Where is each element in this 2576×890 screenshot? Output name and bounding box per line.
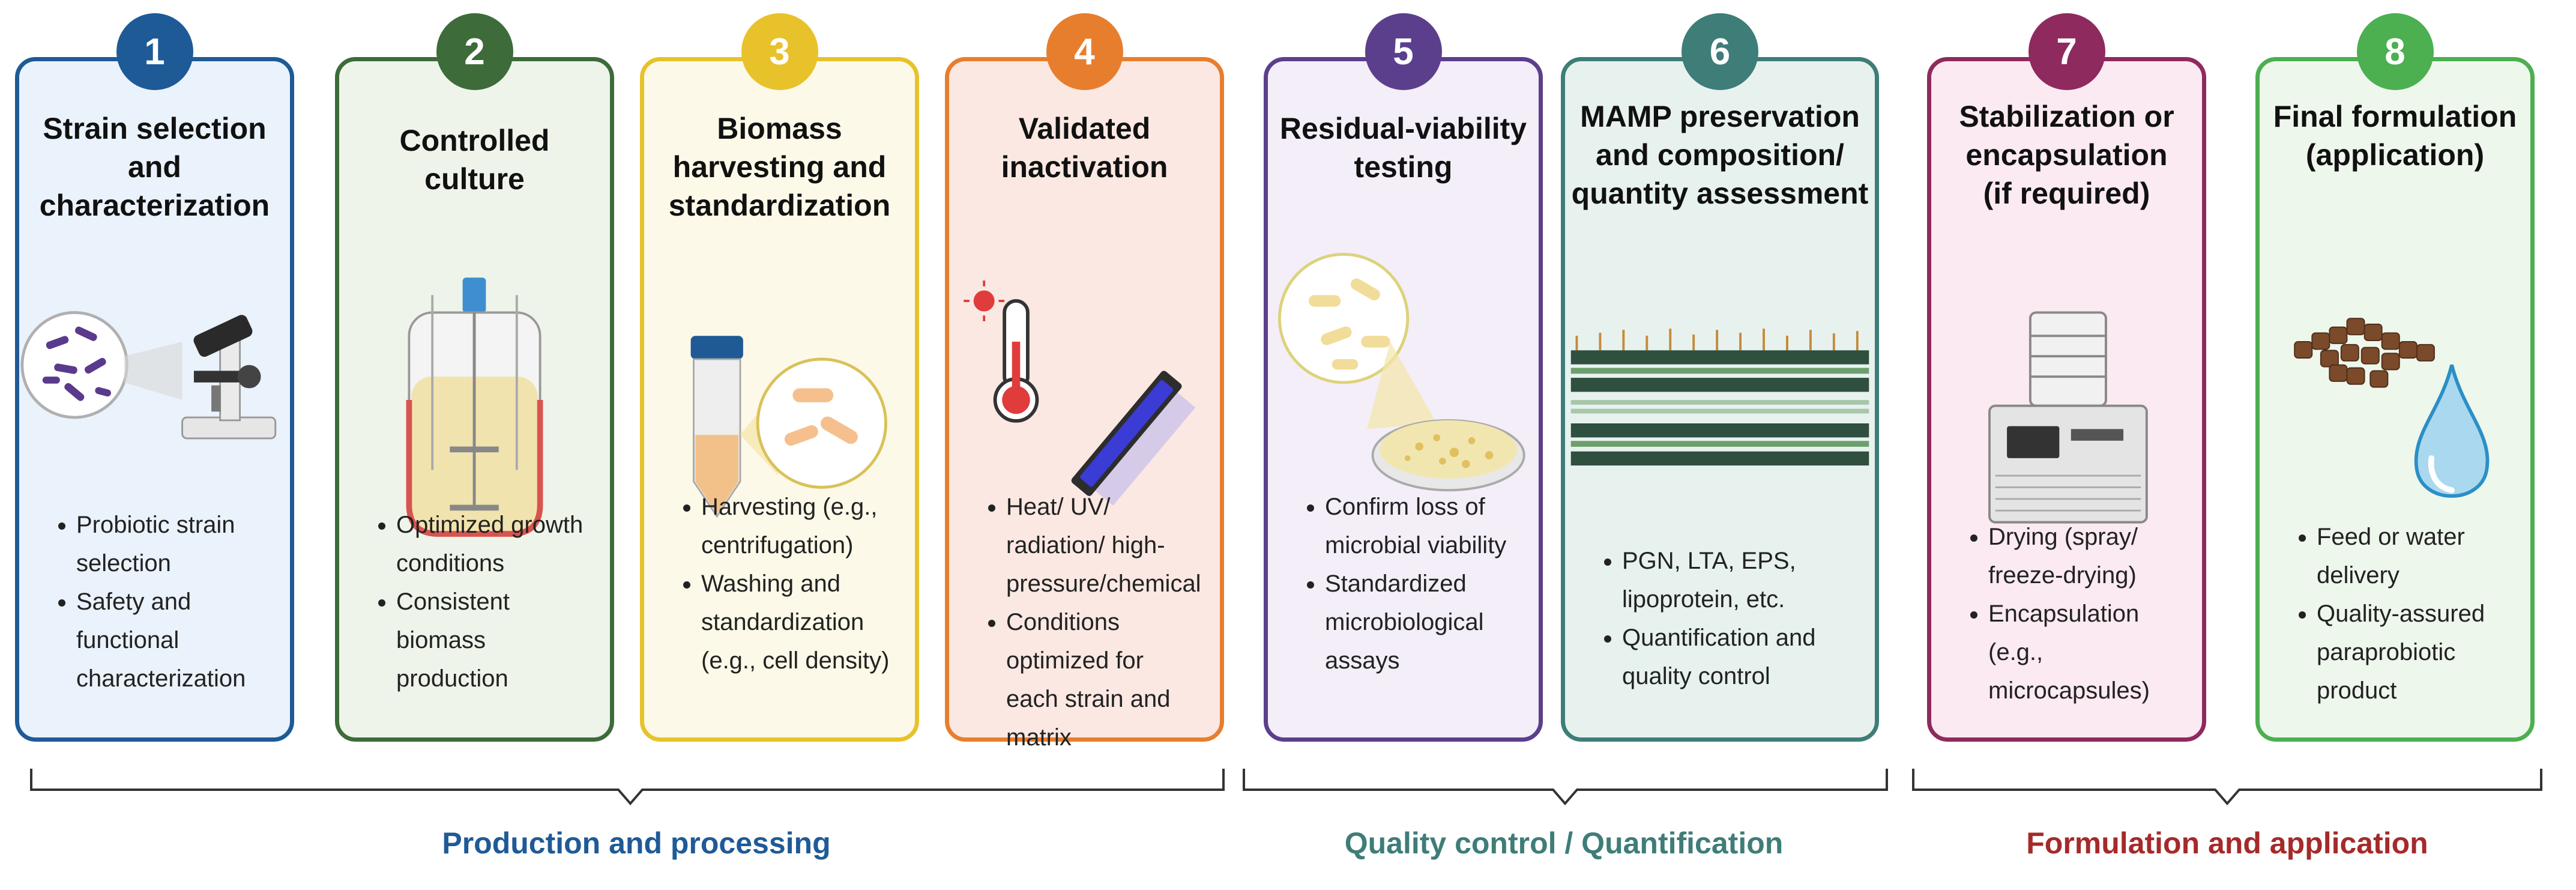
- membrane-icon: [1565, 220, 1875, 539]
- pellets-icon: [2260, 220, 2530, 539]
- step-bullets-6: PGN, LTA, EPS, lipoprotein, etc. Quantif…: [1565, 542, 1875, 695]
- bullet: Heat/ UV/ radiation/ high-pressure/chemi…: [1006, 488, 1202, 603]
- bullet: Encapsulation (e.g., microcapsules): [1988, 595, 2184, 710]
- step-badge-2: 2: [436, 13, 513, 90]
- step-title-7: Stabilization or encapsulation (if requi…: [1959, 100, 2174, 210]
- step-title-5: Residual-viability testing: [1279, 112, 1527, 184]
- bullet: Quality-assured paraprobiotic product: [2317, 595, 2512, 710]
- bullet: Confirm loss of microbial viability: [1325, 488, 1521, 565]
- step-badge-1: 1: [116, 13, 193, 90]
- bioreactor-icon: [339, 220, 610, 539]
- step-card-6: 6 MAMP preservation and composition/ qua…: [1561, 13, 1879, 742]
- bullet: Quantification and quality control: [1622, 619, 1857, 695]
- bullet: Conditions optimized for each strain and…: [1006, 603, 1202, 757]
- bullet: Consistent biomass production: [396, 583, 592, 698]
- step-card-3: 3 Biomass harvesting and standardization…: [640, 13, 919, 742]
- step-title-6: MAMP preservation and composition/ quant…: [1571, 100, 1869, 210]
- step-bullets-8: Feed or water delivery Quality-assured p…: [2260, 518, 2530, 710]
- bullet: Feed or water delivery: [2317, 518, 2512, 595]
- thermometer-icon: [949, 220, 1220, 539]
- step-badge-8: 8: [2356, 13, 2434, 90]
- step-title-4: Validated inactivation: [1001, 112, 1168, 184]
- step-bullets-5: Confirm loss of microbial viability Stan…: [1268, 488, 1539, 680]
- bullet: Safety and functional characterization: [76, 583, 272, 698]
- microscope-icon: [19, 220, 290, 539]
- step-bullets-4: Heat/ UV/ radiation/ high-pressure/chemi…: [949, 488, 1220, 757]
- step-badge-6: 6: [1682, 13, 1758, 90]
- bullet: PGN, LTA, EPS, lipoprotein, etc.: [1622, 542, 1857, 619]
- step-bullets-3: Harvesting (e.g., centrifugation) Washin…: [644, 488, 915, 680]
- step-card-4: 4 Validated inactivation Heat/ UV/ radia…: [945, 13, 1224, 751]
- petri-dish-icon: [1268, 220, 1539, 539]
- centrifuge-tube-icon: [644, 220, 915, 539]
- water-drop-icon: [2414, 365, 2490, 498]
- group-label-production: Production and processing: [442, 826, 831, 860]
- bullet: Harvesting (e.g., centrifugation): [701, 488, 897, 565]
- group-bracket-3: [1912, 751, 2542, 806]
- freeze-dryer-icon: [1931, 220, 2202, 539]
- step-badge-7: 7: [2028, 13, 2105, 90]
- step-card-5: 5 Residual-viability testing Confirm los…: [1264, 13, 1543, 742]
- step-title-8: Final formulation (application): [2273, 100, 2517, 172]
- step-badge-5: 5: [1365, 13, 1442, 90]
- step-card-7: 7 Stabilization or encapsulation (if req…: [1927, 13, 2206, 742]
- bullet: Probiotic strain selection: [76, 506, 272, 583]
- step-card-2: 2 Controlled culture Optimized growth co…: [335, 13, 614, 742]
- step-title-2: Controlled culture: [399, 124, 550, 196]
- step-title-3: Biomass harvesting and standardization: [668, 112, 891, 222]
- group-bracket-1: [30, 751, 1225, 806]
- group-label-quality-control: Quality control / Quantification: [1344, 826, 1784, 860]
- group-bracket-2: [1243, 751, 1888, 806]
- bullet: Washing and standardization (e.g., cell …: [701, 565, 897, 680]
- group-label-formulation: Formulation and application: [2026, 826, 2428, 860]
- step-title-1: Strain selection and characterization: [39, 112, 270, 222]
- step-bullets-2: Optimized growth conditions Consistent b…: [339, 506, 610, 698]
- step-card-8: 8 Final formulation (application) Feed o…: [2255, 13, 2535, 742]
- bullet: Drying (spray/ freeze-drying): [1988, 518, 2184, 595]
- step-badge-3: 3: [741, 13, 818, 90]
- step-bullets-7: Drying (spray/ freeze-drying) Encapsulat…: [1931, 518, 2202, 710]
- bullet: Optimized growth conditions: [396, 506, 592, 583]
- step-bullets-1: Probiotic strain selection Safety and fu…: [19, 506, 290, 698]
- step-card-1: 1 Strain selection and characterization …: [15, 13, 294, 742]
- step-badge-4: 4: [1046, 13, 1123, 90]
- bullet: Standardized microbiological assays: [1325, 565, 1521, 680]
